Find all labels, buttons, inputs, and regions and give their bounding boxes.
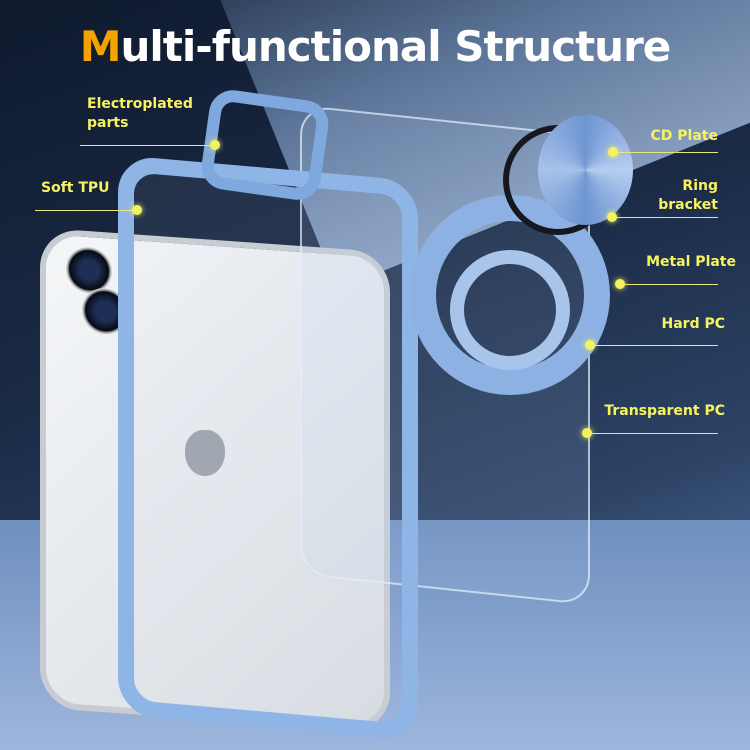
callout-dot bbox=[132, 205, 142, 215]
cd-plate bbox=[538, 115, 633, 225]
label-transparent-pc: Transparent PC bbox=[604, 403, 725, 419]
label-ring-bracket: Ring bracket bbox=[658, 178, 718, 213]
page-title: Multi-functional Structure bbox=[79, 22, 672, 71]
callout-dot bbox=[582, 428, 592, 438]
apple-logo-icon bbox=[185, 430, 225, 476]
callout-dot bbox=[607, 212, 617, 222]
callout-dot bbox=[585, 340, 595, 350]
callout-dot bbox=[608, 147, 618, 157]
label-hard-pc: Hard PC bbox=[661, 316, 726, 332]
label-metal-plate: Metal Plate bbox=[646, 254, 736, 270]
callout-dot bbox=[210, 140, 220, 150]
label-electroplated-parts: Electroplated parts bbox=[87, 96, 193, 131]
label-cd-plate: CD Plate bbox=[650, 128, 718, 144]
soft-tpu-frame bbox=[118, 154, 418, 742]
label-soft-tpu: Soft TPU bbox=[41, 180, 110, 196]
metal-plate bbox=[450, 250, 570, 370]
callout-dot bbox=[615, 279, 625, 289]
